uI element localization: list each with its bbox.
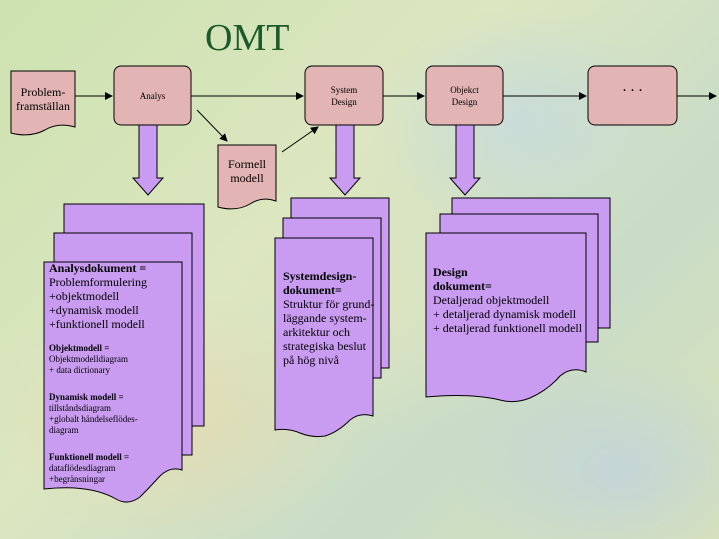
analys-doc-line: Problemformulering [49,275,147,289]
problem-label-line2: framställan [16,99,70,113]
funktionell-modell-line: dataflödesdiagram [49,463,116,473]
objektmodell-title: Objektmodell = [49,343,110,353]
system-doc-front [274,237,374,438]
funktionell-modell-line: +begränsningar [49,474,106,484]
systemdesign-doc-heading: dokument= [283,283,342,297]
more-label: . . . [622,78,643,95]
dynamisk-modell-title: Dynamisk modell = [49,392,124,402]
analys-doc-line: +dynamisk modell [49,303,139,317]
system-design-label-line2: Design [331,97,357,107]
design-doc-front [425,232,587,403]
dynamisk-modell-line: +globalt händelseflödes- [49,414,138,424]
objekt-design-label-line1: Objekct [450,85,479,95]
objektmodell-line: Objektmodelldiagram [49,354,128,364]
dynamisk-modell-line: diagram [49,425,79,435]
dynamisk-modell-line: tillståndsdiagram [49,403,111,413]
formell-modell-document-shape [217,144,277,210]
problem-label-line1: Problem- [20,85,66,99]
design-doc-heading: dokument= [433,279,492,293]
system-design-label: System Design [305,84,383,108]
funktionell-modell-section: Funktionell modell = dataflödesdiagram +… [49,452,129,485]
analys-doc-line: +funktionell modell [49,317,145,331]
arrow-formell-system [281,126,319,153]
problem-label: Problem- framställan [11,85,75,113]
dynamisk-modell-section: Dynamisk modell = tillståndsdiagram +glo… [49,392,138,436]
arrow-analys-formell [196,109,228,142]
analys-doc-front [43,261,183,503]
design-doc-line: + detaljerad dynamisk modell [433,307,577,321]
design-doc-line: + detaljerad funktionell modell [433,321,583,335]
design-document-text: Design dokument= Detaljerad objektmodell… [433,265,582,335]
problem-document-shape [10,70,76,136]
objektmodell-section: Objektmodell = Objektmodelldiagram + dat… [49,343,128,376]
system-design-label-line1: System [330,85,358,95]
systemdesign-doc-line: läggande system- [283,311,367,325]
design-doc-heading: Design [433,265,468,279]
formell-label-line2: modell [230,171,264,185]
formell-label-line1: Formell [228,157,266,171]
systemdesign-doc-line: på hög nivå [283,353,339,367]
analys-doc-heading: Analysdokument = [49,261,147,275]
systemdesign-doc-line: arkitektur och [283,325,350,339]
systemdesign-doc-line: Struktur för grund- [283,297,375,311]
systemdesign-doc-heading: Systemdesign- [283,269,357,283]
analys-document-text: Analysdokument = Problemformulering +obj… [49,261,147,331]
systemdesign-document-text: Systemdesign- dokument= Struktur för gru… [283,269,374,367]
down-arrow-system [328,124,362,196]
objekt-design-label: Objekct Design [426,84,503,108]
analys-label: Analys [139,91,166,101]
systemdesign-doc-line: strategiska beslut [283,339,366,353]
formell-modell-label: Formell modell [218,157,276,185]
page-title: OMT [205,17,290,59]
down-arrow-design [448,124,482,196]
funktionell-modell-title: Funktionell modell = [49,452,130,462]
down-arrow-analys [131,124,165,196]
objektmodell-line: + data dictionary [49,365,111,375]
analys-doc-line: +objektmodell [49,289,120,303]
objekt-design-label-line2: Design [451,97,478,107]
design-doc-line: Detaljerad objektmodell [433,293,550,307]
